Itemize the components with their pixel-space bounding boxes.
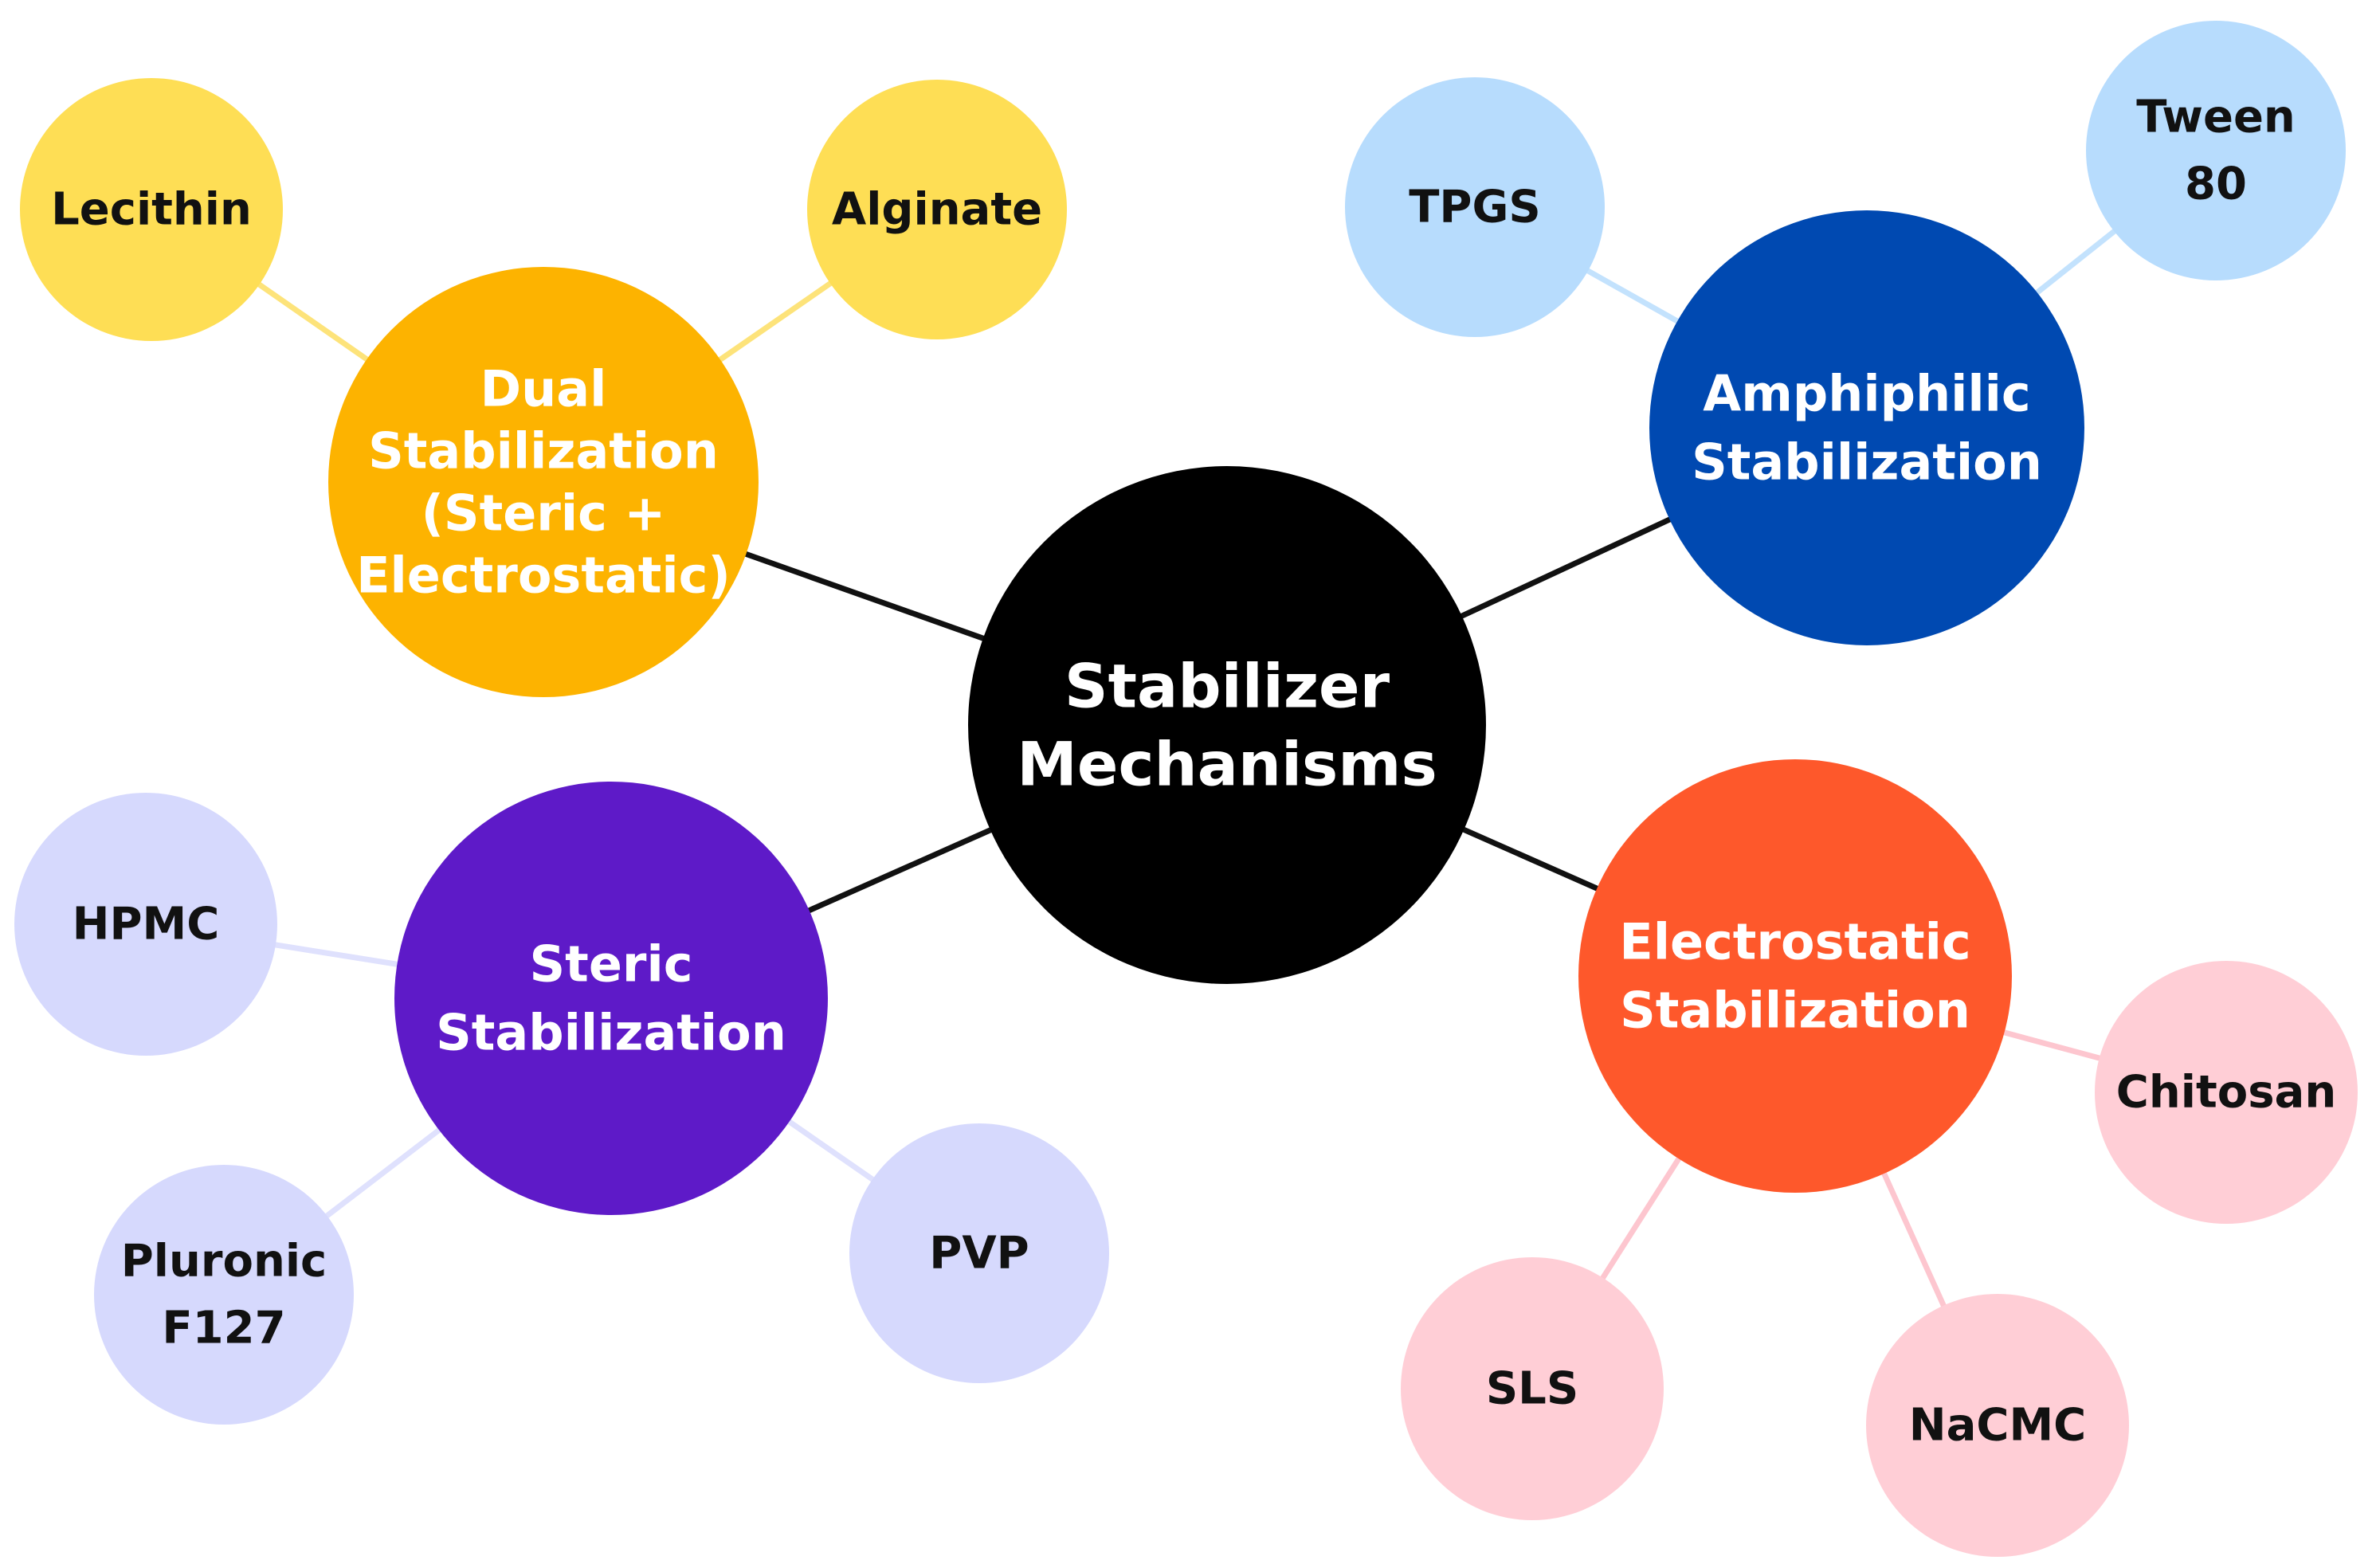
leaf-node-tpgs-label-line: TPGS bbox=[1409, 182, 1541, 233]
leaf-node-tpgs-circle bbox=[1345, 77, 1605, 337]
leaf-node-chitosan-circle bbox=[2095, 961, 2358, 1224]
leaf-node-nacmc-label-line: NaCMC bbox=[1909, 1400, 2087, 1452]
center-node-stabilizer-mechanisms-circle bbox=[968, 466, 1486, 984]
leaf-node-chitosan: Chitosan bbox=[2095, 961, 2358, 1224]
leaf-node-tween-80: Tween 80 bbox=[2086, 21, 2346, 280]
leaf-node-pluronic-f127-label-line: Pluronic bbox=[121, 1236, 327, 1288]
leaf-node-sls-circle bbox=[1401, 1257, 1664, 1520]
leaf-node-alginate-label-line: Alginate bbox=[832, 184, 1042, 236]
leaf-node-sls-label-line: SLS bbox=[1486, 1363, 1578, 1415]
leaf-node-chitosan-label-line: Chitosan bbox=[2116, 1067, 2336, 1119]
hub-node-steric-stabilization-label-line: Stabilization bbox=[436, 1004, 786, 1062]
leaf-node-tween-80-circle bbox=[2086, 21, 2346, 280]
hub-node-amphiphilic-stabilization-label-line: Amphiphilic bbox=[1703, 365, 2030, 423]
leaf-node-pvp-label-line: PVP bbox=[929, 1228, 1029, 1280]
hub-node-steric-stabilization-label-line: Steric bbox=[530, 935, 693, 994]
leaf-node-lecithin-circle bbox=[20, 78, 283, 341]
hub-node-electrostatic-stabilization-label-line: Electrostatic bbox=[1619, 913, 1970, 971]
leaf-node-nacmc-circle bbox=[1866, 1294, 2129, 1557]
leaf-node-tpgs: TPGS bbox=[1345, 77, 1605, 337]
leaf-node-hpmc: HPMC bbox=[14, 793, 277, 1056]
hub-node-dual-stabilization-label-line: (Steric + bbox=[421, 484, 666, 543]
hub-node-dual-stabilization-label-line: Dual bbox=[480, 360, 607, 418]
hub-node-amphiphilic-stabilization-circle bbox=[1649, 210, 2084, 645]
leaf-node-hpmc-label-line: HPMC bbox=[73, 899, 220, 951]
hub-node-dual-stabilization-label-line: Electrostatic) bbox=[356, 547, 731, 605]
leaf-node-tween-80-label-line: Tween bbox=[2136, 92, 2296, 143]
leaf-node-pluronic-f127-label-line: F127 bbox=[162, 1303, 285, 1354]
nodes: StabilizerMechanismsDualStabilization(St… bbox=[14, 21, 2358, 1557]
center-node-stabilizer-mechanisms-label-line: Stabilizer bbox=[1065, 651, 1390, 722]
hub-node-electrostatic-stabilization-circle bbox=[1578, 759, 2012, 1193]
hub-node-dual-stabilization-circle bbox=[328, 267, 759, 697]
leaf-node-sls: SLS bbox=[1401, 1257, 1664, 1520]
leaf-node-pluronic-f127-circle bbox=[94, 1165, 354, 1425]
center-node-stabilizer-mechanisms-label-line: Mechanisms bbox=[1017, 729, 1437, 800]
leaf-node-pvp-circle bbox=[849, 1123, 1109, 1383]
hub-node-dual-stabilization-label-line: Stabilization bbox=[368, 422, 719, 480]
leaf-node-hpmc-circle bbox=[14, 793, 277, 1056]
leaf-node-alginate-circle bbox=[807, 80, 1067, 339]
hub-node-steric-stabilization-circle bbox=[394, 782, 828, 1215]
leaf-node-lecithin-label-line: Lecithin bbox=[51, 184, 252, 236]
leaf-node-nacmc: NaCMC bbox=[1866, 1294, 2129, 1557]
leaf-node-alginate: Alginate bbox=[807, 80, 1067, 339]
leaf-node-lecithin: Lecithin bbox=[20, 78, 283, 341]
hub-node-amphiphilic-stabilization-label-line: Stabilization bbox=[1692, 433, 2042, 492]
leaf-node-tween-80-label-line: 80 bbox=[2185, 159, 2247, 210]
leaf-node-pvp: PVP bbox=[849, 1123, 1109, 1383]
hub-node-electrostatic-stabilization-label-line: Stabilization bbox=[1620, 982, 1970, 1040]
